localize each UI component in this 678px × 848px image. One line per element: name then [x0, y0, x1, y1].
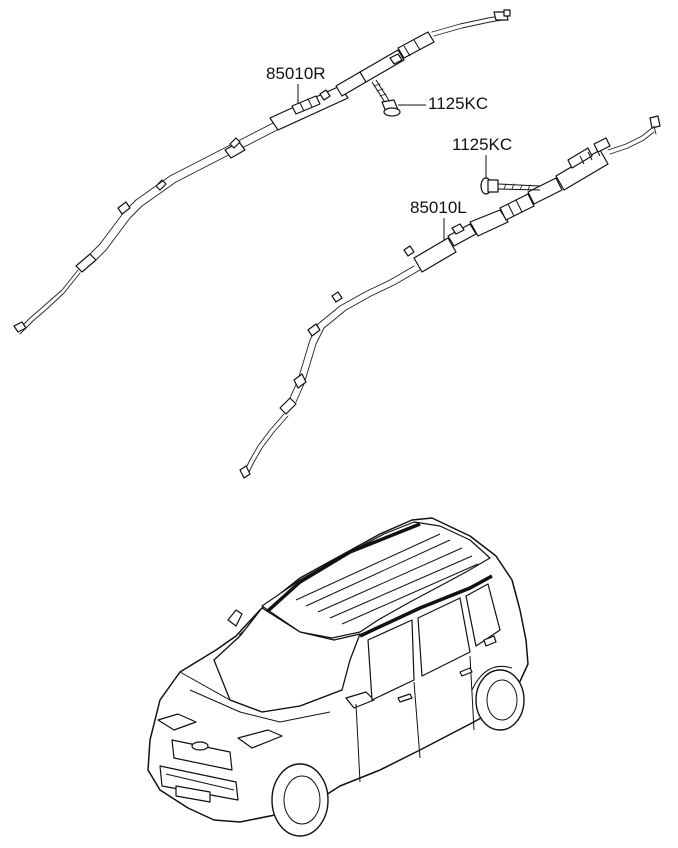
- curtain-airbag-right-icon: [13, 9, 511, 335]
- svg-text:1125KC: 1125KC: [428, 94, 488, 113]
- svg-text:85010L: 85010L: [410, 198, 467, 217]
- callout-part-right: 85010R: [266, 64, 326, 104]
- svg-text:85010R: 85010R: [266, 64, 326, 83]
- callout-bolt-right: 1125KC: [398, 94, 488, 113]
- callout-part-left: 85010L: [410, 198, 467, 240]
- bolt-icon: [371, 79, 401, 117]
- callout-bolt-left: 1125KC: [452, 135, 512, 178]
- curtain-airbag-left-icon: [239, 115, 661, 479]
- vehicle-icon: [147, 517, 529, 837]
- svg-text:1125KC: 1125KC: [452, 135, 512, 154]
